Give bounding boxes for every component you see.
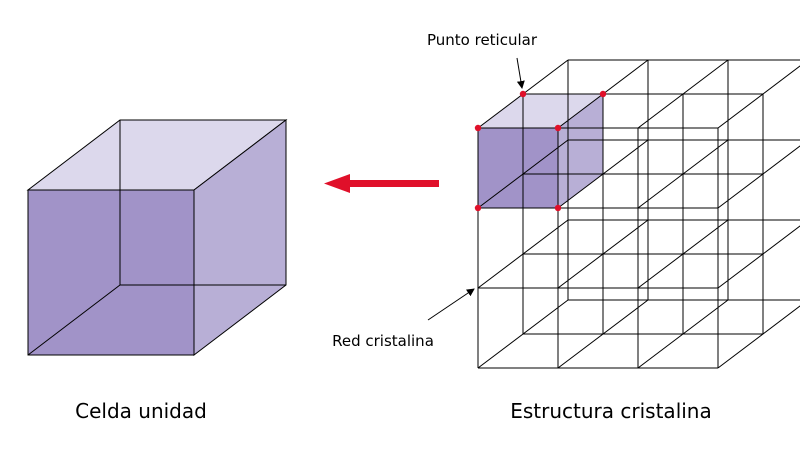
lattice-edge (717, 65, 800, 129)
crystal-lattice-label: Red cristalina (332, 332, 434, 350)
lattice-edge (717, 305, 800, 369)
lattice-edge (637, 139, 729, 209)
lattice-edge (717, 225, 800, 289)
red-arrow (324, 174, 439, 193)
unit-cell-front-face (27, 189, 195, 356)
lattice-point-pointer (516, 57, 525, 89)
unit-cell-label: Celda unidad (75, 399, 207, 423)
lattice-edge (477, 219, 569, 289)
lattice-point-label: Punto reticular (427, 31, 538, 49)
lattice-point-dot (474, 124, 482, 132)
highlight-top-face (478, 94, 603, 128)
lattice-points (474, 90, 607, 212)
lattice-point-dot (599, 90, 607, 98)
lattice-point-dot (554, 124, 562, 132)
lattice-edge (637, 219, 729, 289)
crystal-lattice-pointer (427, 288, 475, 321)
lattice-point-dot (474, 204, 482, 212)
lattice-edge (477, 139, 569, 209)
lattice-point-dot (554, 204, 562, 212)
lattice-grid (477, 59, 800, 369)
highlight-front-face (478, 128, 558, 208)
unit-cell-cube (26, 118, 288, 357)
highlight-side-face (558, 94, 603, 208)
lattice-point-dot (519, 90, 527, 98)
crystal-lattice (477, 59, 800, 369)
lattice-edge (557, 299, 649, 369)
lattice-edge (557, 219, 649, 289)
crystal-structure-label: Estructura cristalina (510, 399, 711, 423)
lattice-edge (477, 299, 569, 369)
lattice-edge (637, 299, 729, 369)
unit-cell-hidden-edge (27, 284, 121, 356)
lattice-edge (637, 59, 729, 129)
lattice-edge (717, 145, 800, 209)
lattice-edge (557, 139, 649, 209)
